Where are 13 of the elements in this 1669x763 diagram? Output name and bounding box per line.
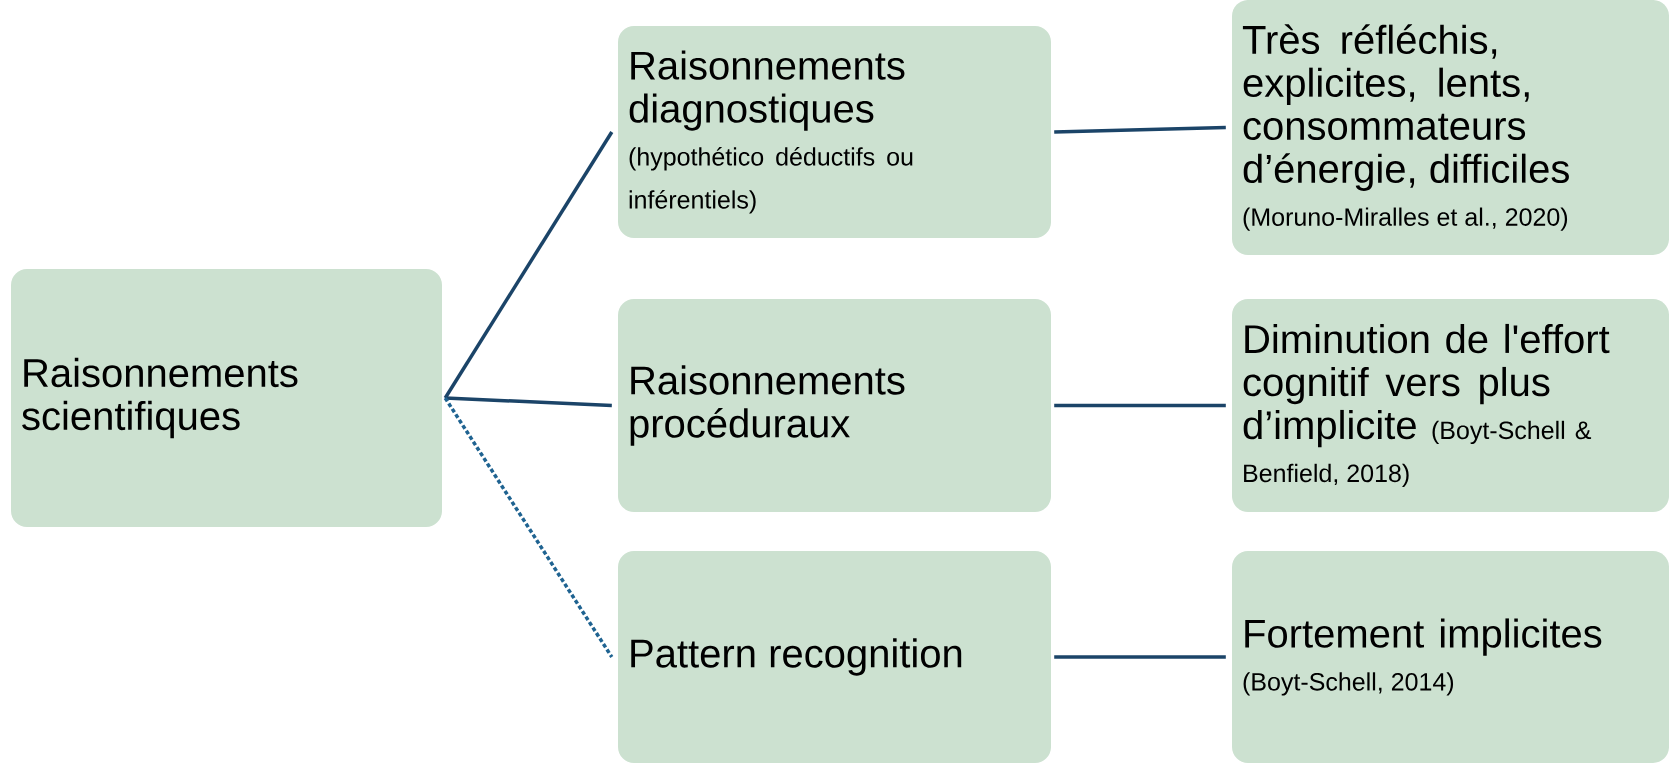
text-box: Raisonnements procéduraux — [618, 299, 1051, 512]
connector-line — [443, 131, 614, 399]
text-box: Raisonnements diagnostiques (hypothético déductifs ou inférentiels) — [618, 26, 1051, 238]
connector-line — [1054, 403, 1226, 408]
text-box: Diminution de l'effort cognitif vers plus d’implicite (Boyt-Schell & Benfield, 2018) — [1232, 299, 1669, 512]
text-box: Raisonnements scientifiques — [11, 269, 442, 527]
text-box: Très réfléchis, explicites, lents, consommateurs d’énergie, difficiles (Moruno-Miralles et al., 2020) — [1232, 0, 1669, 255]
connector-line — [1054, 125, 1226, 134]
connector-line — [443, 397, 614, 658]
connector-line — [1054, 655, 1226, 659]
text-box: Pattern recognition — [618, 551, 1051, 763]
text-box: Fortement implicites (Boyt-Schell, 2014) — [1232, 551, 1669, 763]
connector-line — [445, 396, 612, 408]
